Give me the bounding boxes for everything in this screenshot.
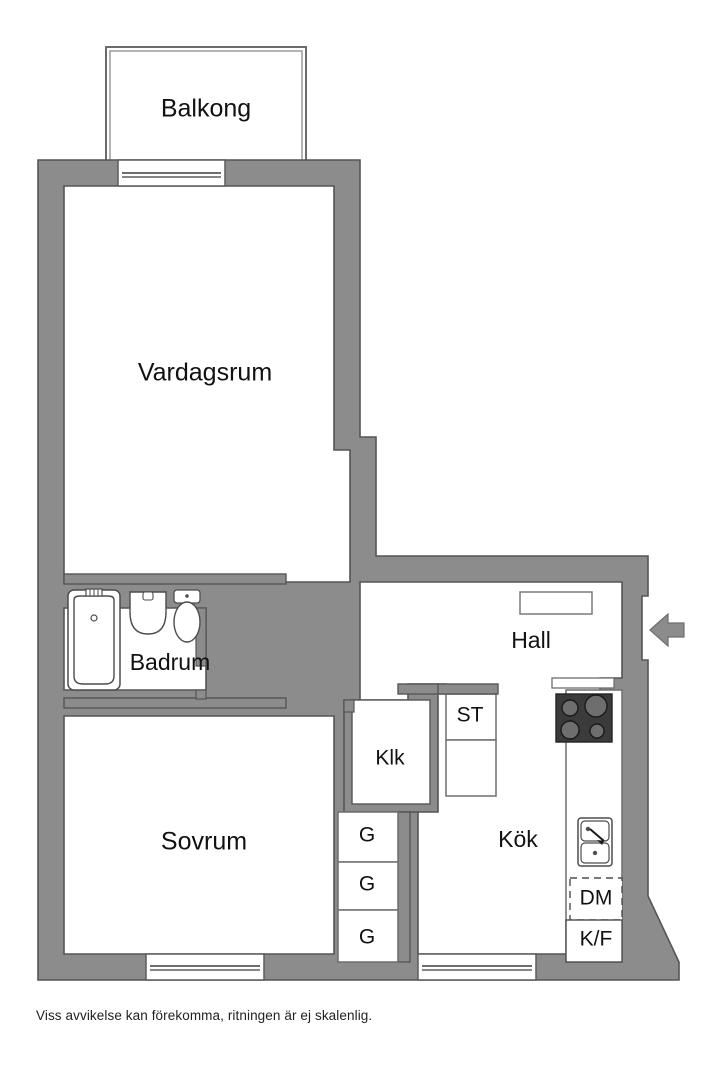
interior-partitions [337, 683, 499, 963]
stove-icon [555, 693, 613, 743]
room-label-kok: Kök [498, 826, 538, 852]
disclaimer-text: Viss avvikelse kan förekomma, ritningen … [36, 1008, 373, 1023]
storage-label-st: ST [457, 704, 484, 727]
kitchen-sink-icon [577, 817, 613, 867]
window-bedroom [145, 953, 265, 981]
storage-label-g1: G [359, 824, 375, 847]
room-label-badrum: Badrum [130, 649, 211, 675]
hall-closet [519, 591, 593, 615]
appliance-label-dishwasher: DM [580, 887, 613, 910]
room-label-vardagsrum: Vardagsrum [138, 359, 272, 387]
entrance-arrow-icon [649, 612, 685, 648]
appliance-label-fridge: K/F [580, 928, 613, 951]
room-label-klk: Klk [375, 747, 405, 770]
fridge-outline [565, 919, 623, 963]
window-balcony-door [117, 159, 226, 187]
window-kitchen [417, 953, 537, 981]
balcony-outline [105, 46, 307, 165]
toilet-icon [173, 589, 201, 643]
bathtub-icon [67, 588, 121, 691]
storage-label-g2: G [359, 873, 375, 896]
washbasin-icon [129, 591, 167, 635]
bathroom-partitions [63, 573, 287, 709]
storage-label-g3: G [359, 926, 375, 949]
room-label-sovrum: Sovrum [161, 828, 247, 856]
room-label-hall: Hall [511, 627, 551, 653]
dishwasher-outline [569, 877, 623, 921]
room-label-balkong: Balkong [161, 95, 251, 123]
